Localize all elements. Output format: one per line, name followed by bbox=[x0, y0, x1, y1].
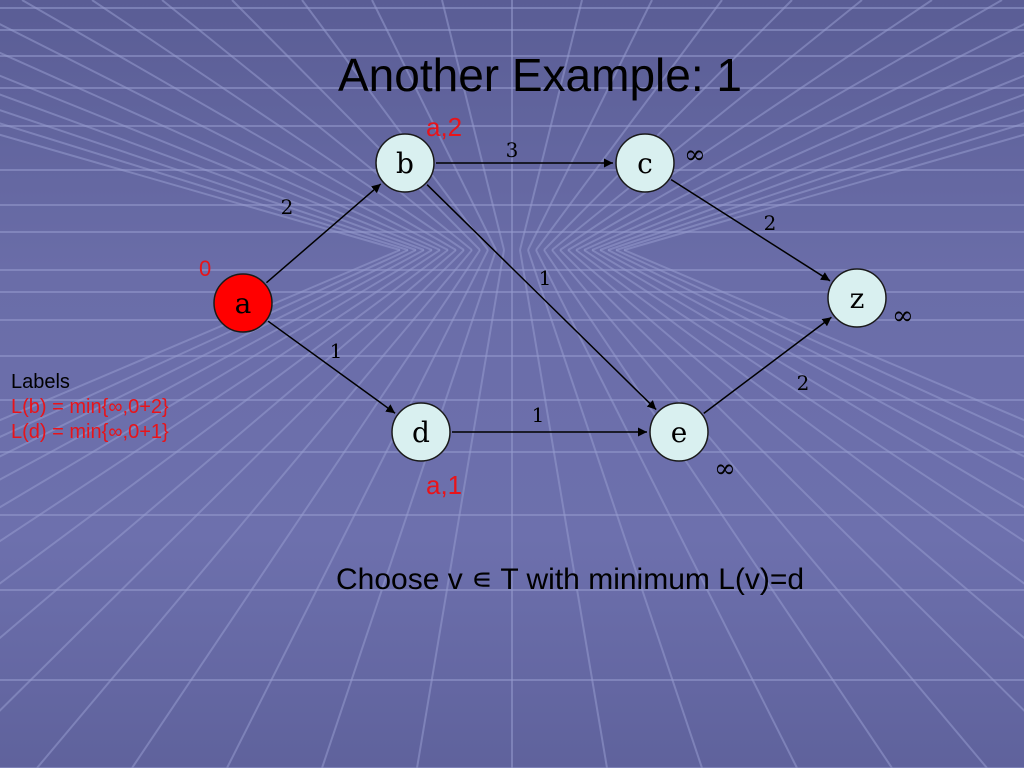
node-e-text: e bbox=[671, 416, 688, 449]
label-line-d: L(d) = min{∞,0+1} bbox=[11, 421, 169, 443]
edge-b-e bbox=[426, 184, 657, 411]
node-b-label: a,2 bbox=[426, 112, 463, 142]
node-a bbox=[213, 273, 273, 333]
node-z bbox=[827, 268, 887, 328]
edge-weight-d-e: 1 bbox=[532, 403, 545, 427]
edge-weight-e-z: 2 bbox=[797, 371, 810, 395]
edge-weight-a-d: 1 bbox=[330, 339, 343, 363]
node-e bbox=[649, 402, 709, 462]
slide-title: Another Example: 1 bbox=[337, 49, 742, 101]
labels-heading: Labels bbox=[11, 371, 70, 393]
node-d-text: d bbox=[412, 416, 430, 449]
edge-e-z bbox=[703, 316, 832, 414]
node-d-label: a,1 bbox=[426, 470, 463, 500]
node-b bbox=[375, 133, 435, 193]
labels-box: Labels L(b) = min{∞,0+2} L(d) = min{∞,0+… bbox=[11, 370, 169, 445]
label-line-b: L(b) = min{∞,0+2} bbox=[11, 396, 169, 418]
node-c-label: ∞ bbox=[684, 140, 706, 170]
edge-a-b bbox=[265, 183, 382, 284]
edge-weight-b-e: 1 bbox=[539, 266, 552, 290]
edge-weight-a-b: 2 bbox=[281, 195, 294, 219]
node-a-text: a bbox=[235, 287, 252, 320]
edge-c-z bbox=[670, 179, 831, 282]
node-z-label: ∞ bbox=[892, 301, 914, 331]
edge-a-d bbox=[267, 320, 396, 414]
node-e-label: ∞ bbox=[714, 454, 736, 484]
caption: Choose v ∊ T with minimum L(v)=d bbox=[336, 563, 805, 596]
node-d bbox=[391, 402, 451, 462]
node-a-label: 0 bbox=[199, 256, 212, 281]
node-b-text: b bbox=[396, 147, 414, 180]
edge-weight-c-z: 2 bbox=[764, 211, 777, 235]
edge-weight-b-c: 3 bbox=[506, 138, 519, 162]
node-c-text: c bbox=[637, 147, 653, 180]
node-z-text: z bbox=[850, 282, 865, 315]
node-c bbox=[615, 133, 675, 193]
